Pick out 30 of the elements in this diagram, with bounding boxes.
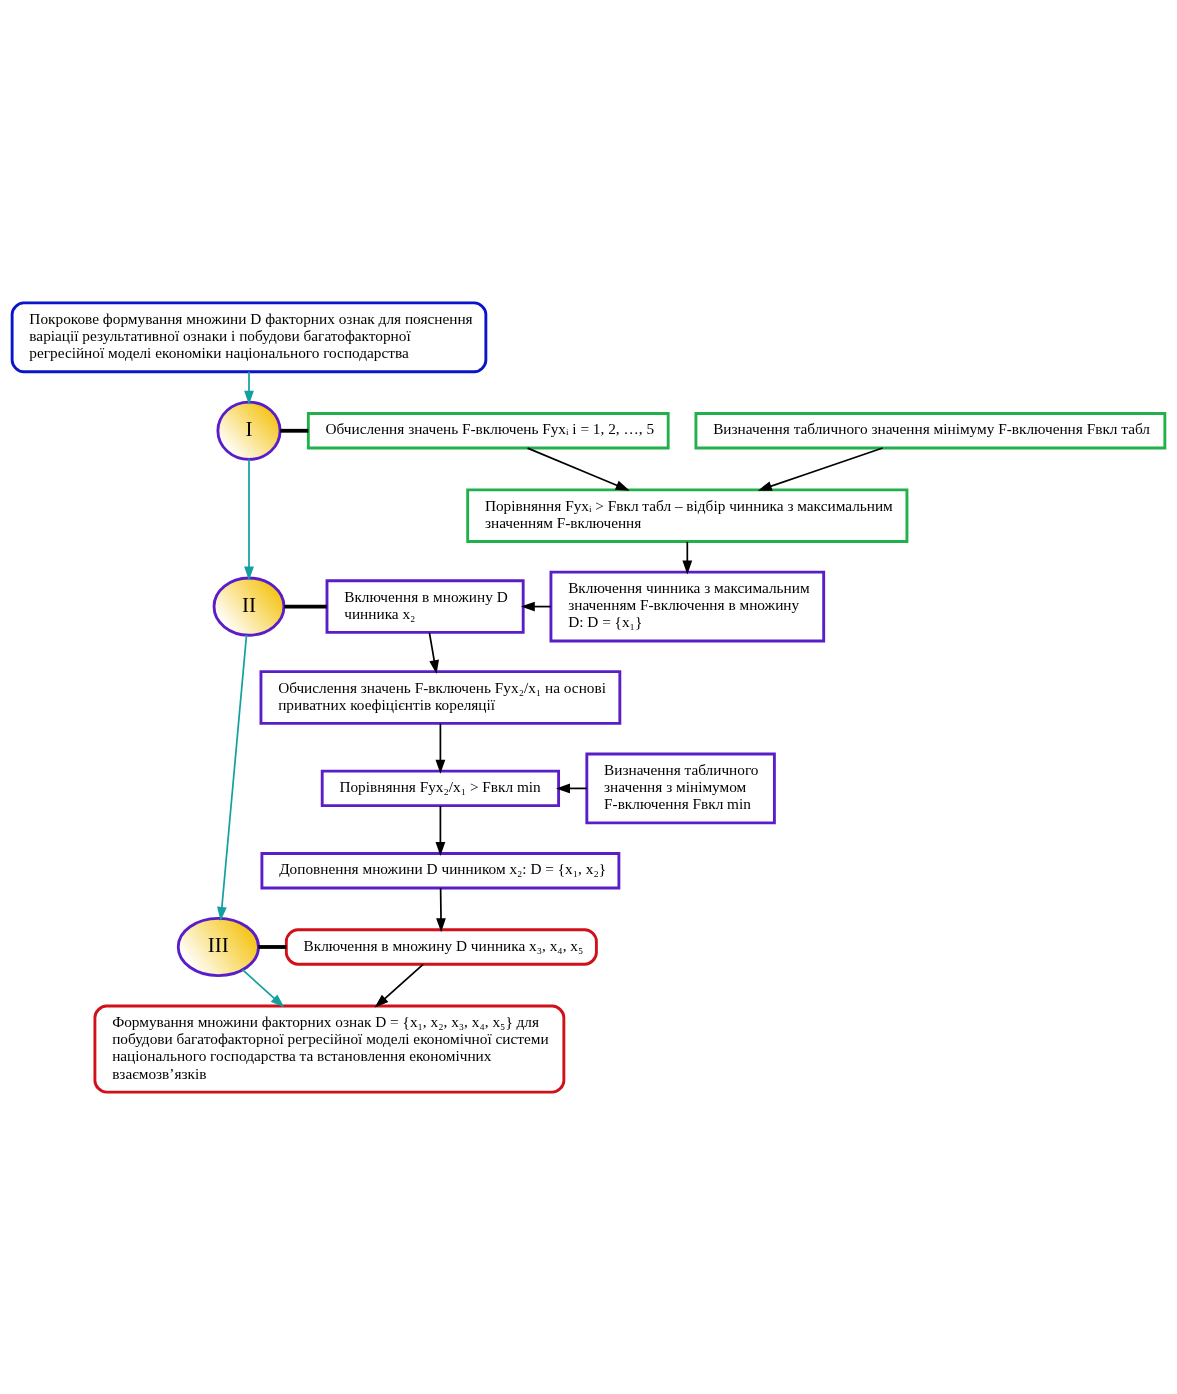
node-box: Порівняння Fyx₂/x₁ > Fвкл min	[320, 769, 561, 807]
arrow	[428, 631, 439, 674]
node-box: Порівняння Fyxᵢ > Fвкл табл – відбір чинника з максимальним значенням F-включення	[466, 487, 909, 543]
arrow	[374, 962, 424, 1008]
connector	[258, 944, 287, 949]
node-box: Включення в множину D чинника x₃, x₄, x₅	[284, 927, 598, 966]
arrow	[244, 457, 254, 581]
arrow	[435, 804, 446, 856]
node-ellipse: II	[212, 576, 286, 637]
node-box: Включення чинника з максимальним значенням F-включення в множину D: D = {x₁}	[549, 570, 826, 642]
arrow	[435, 722, 446, 774]
node-box: Визначення табличного значення з мінімумом F-включення Fвкл min	[585, 752, 776, 824]
arrow	[436, 886, 446, 932]
node-box: Визначення табличного значення мінімуму F-включення Fвкл табл	[694, 411, 1167, 449]
arrow	[526, 446, 630, 491]
arrow	[682, 540, 693, 575]
node-box: Доповнення множини D чинником x₂: D = {x₁, x₂}	[260, 851, 621, 889]
connector	[280, 428, 309, 433]
node-box: Покрокове формування множини D факторних ознак для пояснення варіації результативної ознаки і побудови багатофакторної регресійної моделі економіки національного господарства	[10, 300, 488, 373]
node-circle: I	[216, 400, 282, 461]
node-box: Обчислення значень F-включень Fyx₂/x₁ на основі приватних коефіцієнтів кореляції	[259, 669, 622, 725]
connector	[284, 604, 327, 608]
arrow	[241, 968, 285, 1008]
arrow	[244, 370, 254, 405]
arrow	[757, 446, 884, 491]
node-ellipse: III	[176, 916, 260, 977]
node-box: Формування множини факторних ознак D = {x₁, x₂, x₃, x₄, x₅} для побудови багатофакторної регресійної моделі економічної системи національного господарства та встановлення економічних взаємозв’язків	[93, 1004, 566, 1094]
node-box: Включення в множину D чинника x₂	[325, 578, 525, 634]
node-box: Обчислення значень F-включень Fyxᵢ i = 1, 2, …, 5	[306, 411, 670, 449]
arrow	[217, 633, 248, 921]
